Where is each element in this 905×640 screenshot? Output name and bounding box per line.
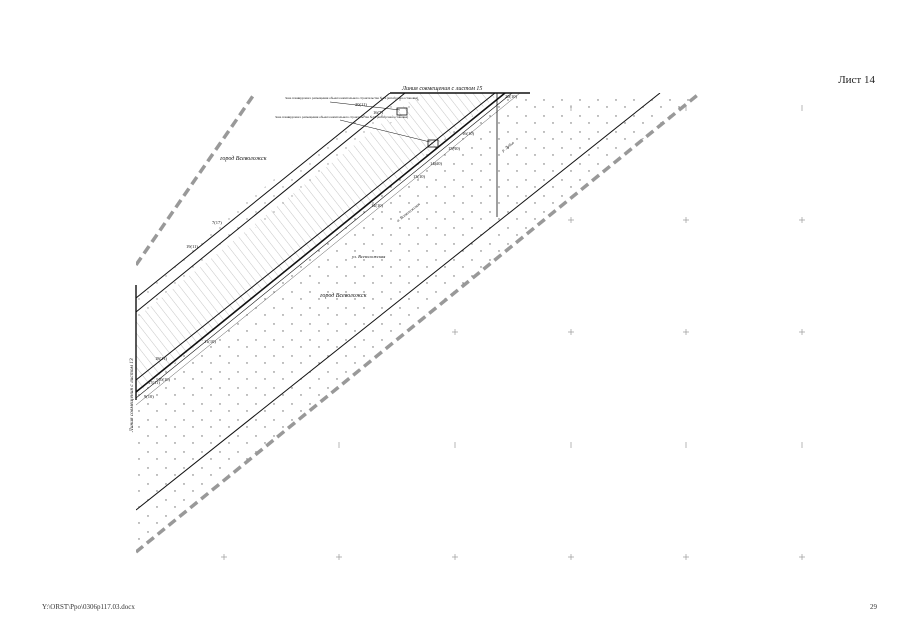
parcel-label: 9(10)	[144, 394, 154, 399]
parcel-label: 18(11)	[155, 356, 167, 361]
bus-stop-marker	[427, 139, 439, 148]
corridor-line	[136, 93, 391, 299]
parcel-label: 14(10)	[430, 161, 442, 166]
corridor-line	[136, 93, 513, 399]
bus-stop-marker	[396, 107, 408, 116]
grid-crosses	[221, 105, 805, 560]
street-label: ул. Всеволожская	[351, 254, 385, 259]
footer-file-path: Y:\ORST\Ppo\0306p117.03.docx	[42, 603, 135, 611]
city-label-lower: город Всеволожск	[320, 292, 367, 299]
parcel-label: 20(11)	[355, 102, 367, 107]
parcel-label: 19(11)	[186, 244, 198, 249]
city-label-upper: город Всеволожск	[220, 155, 267, 162]
page-number: 29	[870, 603, 877, 611]
corridor-line	[136, 93, 521, 406]
parcel-label: 16(10)	[462, 131, 474, 136]
parcel-label: 17(11)	[148, 380, 160, 385]
leader-line	[339, 119, 431, 143]
parcel-label: 16(7)	[373, 110, 383, 115]
parcel-label: 13(10)	[413, 174, 425, 179]
parcel-label: 12(10)	[371, 203, 383, 208]
zone-note-2: Зона планируемого размещения объекта кап…	[275, 115, 408, 119]
corridor-line	[136, 93, 506, 393]
parcel-label: 11(10)	[204, 339, 216, 344]
parcel-label: 7(17)	[212, 220, 222, 225]
corridor-line	[136, 93, 496, 381]
dashed-boundary	[136, 93, 257, 266]
parcel-label: 10(10)	[158, 377, 170, 382]
dashed-boundary	[136, 93, 702, 554]
match-line-top-label: Линия совмещения с листом 15	[401, 86, 482, 92]
corridor-line	[136, 93, 406, 313]
parcel-label: 15(10)	[448, 146, 460, 151]
zone-note-1: Зона планируемого размещения объекта кап…	[285, 96, 418, 100]
parcel-label: 20(10)	[505, 94, 517, 99]
boundary-line	[136, 93, 661, 511]
match-line-left-label: Линия совмещения с листом 13	[129, 358, 135, 433]
leader-line	[329, 101, 401, 111]
sheet-number-label: Лист 14	[838, 74, 875, 86]
